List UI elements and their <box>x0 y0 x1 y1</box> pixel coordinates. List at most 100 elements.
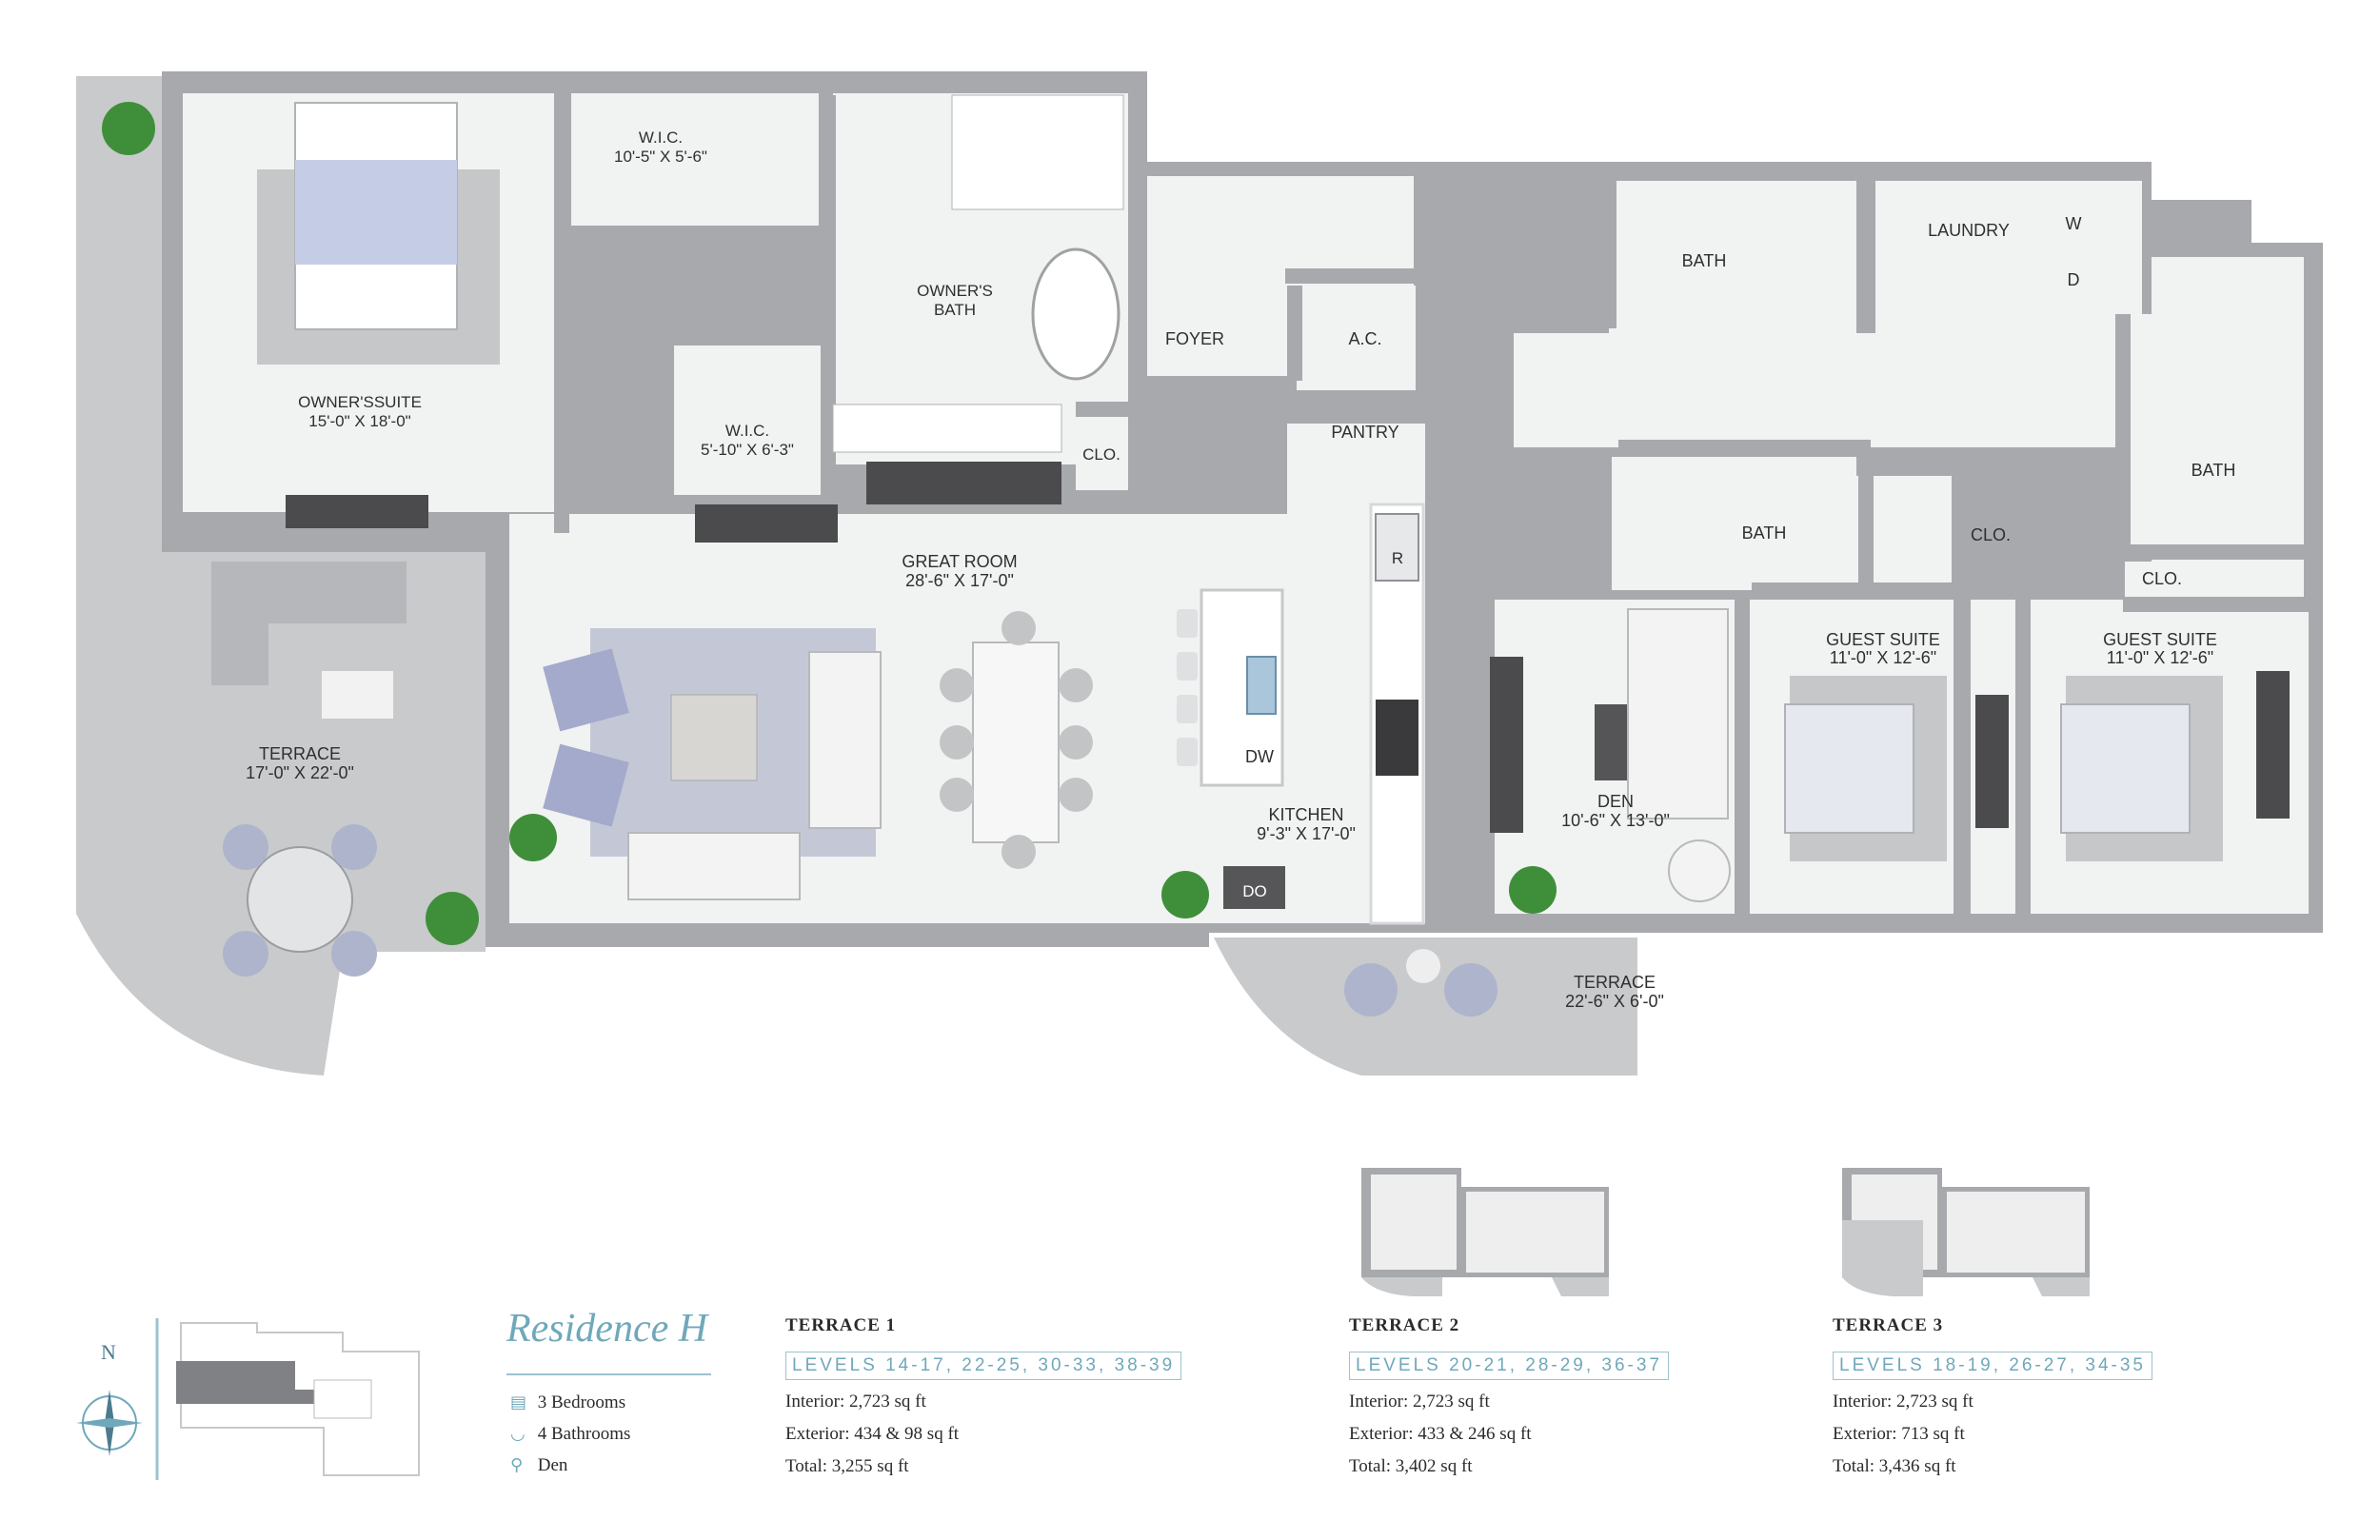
den-table <box>1668 839 1731 902</box>
svg-text:BATH: BATH <box>2192 461 2236 480</box>
compass: N <box>67 1340 152 1473</box>
terrace-west-dim: 17'-0" X 22'-0" <box>246 763 354 782</box>
terrace-3-levels: LEVELS 18-19, 26-27, 34-35 <box>1833 1352 2153 1380</box>
wic-bench <box>695 504 838 543</box>
terrace-table <box>247 846 353 953</box>
svg-text:9'-3" X 17'-0": 9'-3" X 17'-0" <box>1257 824 1356 843</box>
svg-text:DW: DW <box>1245 747 1274 766</box>
svg-text:28'-6" X 17'-0": 28'-6" X 17'-0" <box>905 571 1014 590</box>
svg-text:R: R <box>1392 549 1403 567</box>
dining-table <box>972 642 1060 843</box>
wic-2-dim: 5'-10" X 6'-3" <box>701 441 794 459</box>
bar-stools <box>1177 609 1198 766</box>
guest-suite-2-label: GUEST SUITE <box>2103 630 2217 649</box>
svg-text:BATH: BATH <box>1682 251 1727 270</box>
clo-3-label: CLO. <box>2142 569 2182 588</box>
sofa-bottom <box>627 832 801 900</box>
svg-text:11'-0" X 12'-6": 11'-0" X 12'-6" <box>1830 648 1936 667</box>
terrace-3-exterior: Exterior: 713 sq ft <box>1833 1424 1965 1444</box>
owners-suite-label: OWNER'SSUITE <box>298 393 422 411</box>
svg-text:GREAT ROOM: GREAT ROOM <box>902 552 1017 571</box>
dining-chairs <box>940 611 1093 869</box>
bath-1-label: BATH <box>1682 251 1727 270</box>
svg-text:FOYER: FOYER <box>1165 329 1224 348</box>
great-room-dim: 28'-6" X 17'-0" <box>905 571 1014 590</box>
guest-suite-1-dim: 11'-0" X 12'-6" <box>1830 648 1936 667</box>
bed-icon: ▤ <box>510 1392 527 1412</box>
den-sofa <box>1627 608 1729 819</box>
svg-text:W: W <box>2066 214 2082 233</box>
svg-text:DO: DO <box>1242 882 1267 900</box>
svg-text:DEN: DEN <box>1597 792 1634 811</box>
terrace-1-exterior: Exterior: 434 & 98 sq ft <box>785 1424 960 1444</box>
svg-text:GUEST SUITE: GUEST SUITE <box>1826 630 1940 649</box>
owners-duvet <box>295 160 457 265</box>
terrace-2-levels: LEVELS 20-21, 28-29, 36-37 <box>1349 1352 1670 1380</box>
wic-2-label: W.I.C. <box>725 422 769 440</box>
clo-main-label: CLO. <box>1082 445 1121 464</box>
guest-suite-2-dim: 11'-0" X 12'-6" <box>2107 648 2213 667</box>
svg-text:CLO.: CLO. <box>2142 569 2182 588</box>
terrace-3-title: TERRACE 3 <box>1833 1315 1944 1335</box>
floor-plan: OWNER'SSUITE 15'-0" X 18'-0" W.I.C. 10'-… <box>76 71 2323 1076</box>
great-room-tv <box>1490 657 1523 833</box>
svg-text:W.I.C.: W.I.C. <box>639 128 683 147</box>
armchair-2 <box>543 743 629 827</box>
kitchen-dim: 9'-3" X 17'-0" <box>1257 824 1356 843</box>
plants <box>102 102 1557 945</box>
title-divider <box>506 1373 711 1375</box>
terrace-2-block: TERRACE 2 LEVELS 20-21, 28-29, 36-37 Int… <box>1349 1315 1670 1477</box>
svg-text:A.C.: A.C. <box>1348 329 1381 348</box>
svg-text:17'-0" X 22'-0": 17'-0" X 22'-0" <box>246 763 354 782</box>
svg-text:BATH: BATH <box>934 301 976 319</box>
guest-suite-1-label: GUEST SUITE <box>1826 630 1940 649</box>
feature-bedrooms: ▤ 3 Bedrooms <box>510 1392 625 1413</box>
svg-text:10'-6" X 13'-0": 10'-6" X 13'-0" <box>1561 811 1670 830</box>
svg-text:BATH: BATH <box>1742 523 1787 543</box>
kitchen-sink <box>1246 656 1277 715</box>
vanity <box>832 404 1062 453</box>
owners-suite-dim: 15'-0" X 18'-0" <box>308 412 410 430</box>
feature-den-label: Den <box>537 1455 568 1475</box>
guest-2-tv <box>2256 671 2290 819</box>
svg-text:GUEST SUITE: GUEST SUITE <box>2103 630 2217 649</box>
laundry-label: LAUNDRY <box>1928 221 2010 240</box>
washer-label: W <box>2066 214 2082 233</box>
svg-text:D: D <box>2068 270 2080 289</box>
bath-3-label: BATH <box>2192 461 2236 480</box>
guest-1-bed <box>1784 703 1914 834</box>
armchair-1 <box>543 648 629 732</box>
terrace-1-block: TERRACE 1 LEVELS 14-17, 22-25, 30-33, 38… <box>785 1315 1182 1477</box>
wic-1-dim: 10'-5" X 5'-6" <box>614 148 707 166</box>
svg-text:LAUNDRY: LAUNDRY <box>1928 221 2010 240</box>
foyer-label: FOYER <box>1165 329 1224 348</box>
guest-1-tv <box>1975 695 2009 828</box>
terrace-south-label: TERRACE <box>1574 973 1656 992</box>
feature-bathrooms-label: 4 Bathrooms <box>537 1424 631 1444</box>
clo-2-label: CLO. <box>1971 525 2011 544</box>
den-label: DEN <box>1597 792 1634 811</box>
svg-text:PANTRY: PANTRY <box>1331 423 1398 442</box>
key-plan-terrace-2 <box>1361 1168 1609 1296</box>
terrace-3-interior: Interior: 2,723 sq ft <box>1833 1392 1973 1412</box>
interior-walls <box>554 95 2313 933</box>
svg-text:5'-10" X 6'-3": 5'-10" X 6'-3" <box>701 441 794 459</box>
terrace-1-total: Total: 3,255 sq ft <box>785 1456 909 1476</box>
terrace-ottoman <box>322 671 393 719</box>
bathtub-icon: ◡ <box>510 1424 526 1444</box>
site-map <box>155 1318 420 1480</box>
guest-2-bed <box>2060 703 2191 834</box>
svg-text:W.I.C.: W.I.C. <box>725 422 769 440</box>
terrace-lounge-2 <box>211 562 268 685</box>
svg-text:11'-0" X 12'-6": 11'-0" X 12'-6" <box>2107 648 2213 667</box>
terrace-3-total: Total: 3,436 sq ft <box>1833 1456 1956 1476</box>
svg-text:OWNER'SSUITE: OWNER'SSUITE <box>298 393 422 411</box>
feature-den: ⚲ Den <box>510 1455 567 1476</box>
terrace-1-title: TERRACE 1 <box>785 1315 897 1335</box>
fridge-label: R <box>1392 549 1403 567</box>
owners-bath-label-2: BATH <box>934 301 976 319</box>
south-terrace-chairs <box>1344 963 1497 1017</box>
north-label: N <box>101 1340 116 1364</box>
bathtub <box>1031 247 1121 381</box>
terrace-3-block: TERRACE 3 LEVELS 18-19, 26-27, 34-35 Int… <box>1833 1315 2153 1477</box>
